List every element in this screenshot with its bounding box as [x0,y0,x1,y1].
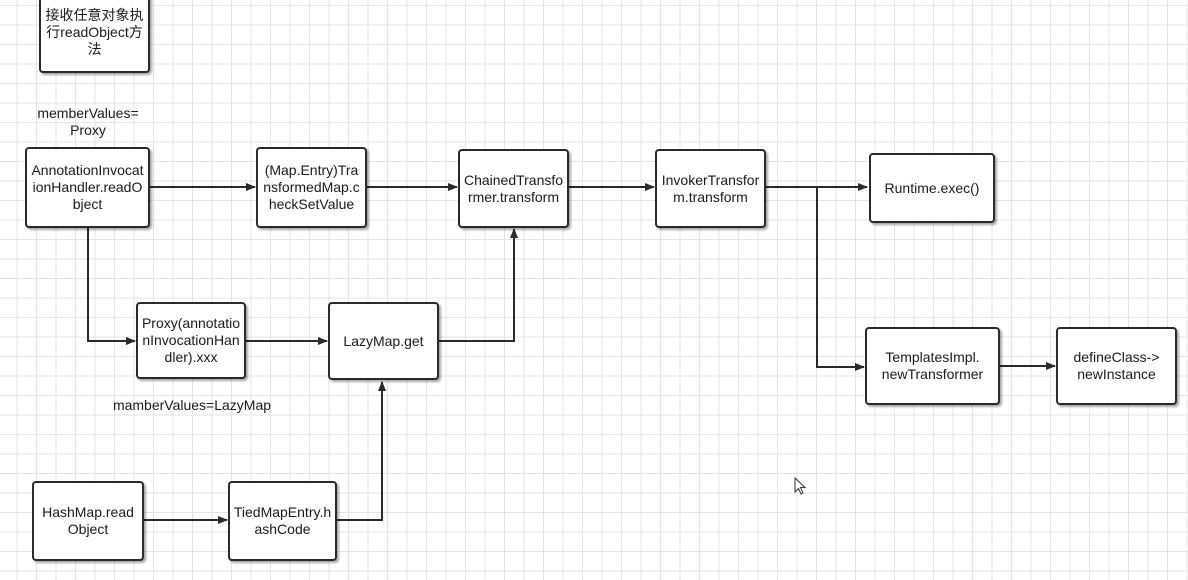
node-annotation-invocation-handler[interactable]: AnnotationInvocationHandler.readObject [25,147,150,228]
edge-tiedmapentry-to-lazymap [337,381,386,521]
node-hashmap-readobject[interactable]: HashMap.readObject [32,481,144,561]
edge-annotation-to-proxy [87,228,136,345]
node-runtime-exec[interactable]: Runtime.exec() [869,153,995,223]
node-receive-object[interactable]: 接收任意对象执行readObject方法 [39,0,150,73]
node-transformed-map[interactable]: (Map.Entry)TransformedMap.checkSetValue [256,147,367,228]
node-tiedmapentry-hashcode[interactable]: TiedMapEntry.hashCode [228,481,337,561]
node-define-class[interactable]: defineClass-> newInstance [1056,327,1177,405]
node-lazymap-get[interactable]: LazyMap.get [328,302,439,380]
node-chained-transformer[interactable]: ChainedTransformer.transform [458,149,569,228]
label-member-values-lazymap: mamberValues=LazyMap [112,397,272,413]
node-invoker-transformer[interactable]: InvokerTransform.transform [655,149,766,228]
label-member-values-proxy: memberValues= Proxy [37,105,139,138]
node-proxy[interactable]: Proxy(annotationInvocationHandler).xxx [136,302,246,379]
edge-invoker-to-templates [816,187,865,371]
edge-lazymap-to-chained [439,228,518,342]
mouse-pointer-icon [794,477,807,495]
node-templates-impl[interactable]: TemplatesImpl. newTransformer [865,327,1000,405]
